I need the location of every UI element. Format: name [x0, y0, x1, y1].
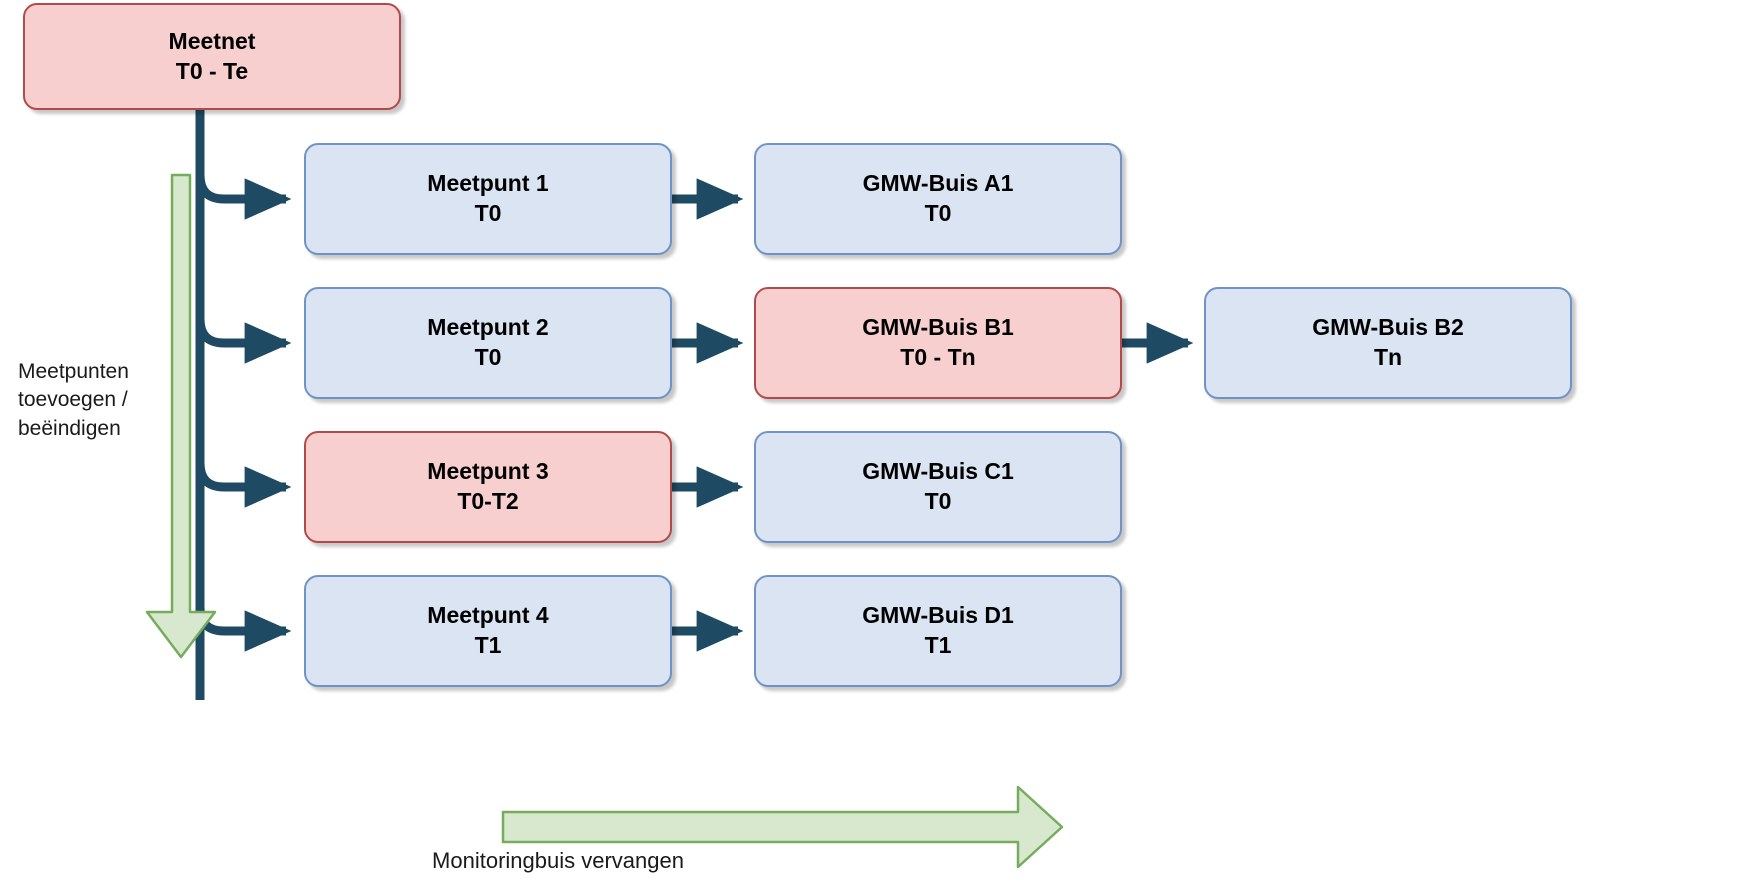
node-gmw-buis-b2-line1: GMW-Buis B2 — [1312, 314, 1464, 341]
connector-meetnet-to-meetpunt2 — [195, 318, 292, 364]
node-meetnet[interactable]: Meetnet T0 - Te — [23, 3, 401, 110]
node-meetpunt-2-line2: T0 — [474, 344, 502, 370]
node-meetnet-line2: T0 - Te — [175, 57, 249, 84]
node-gmw-buis-b1-line2: T0 - Tn — [900, 344, 976, 370]
node-meetpunt-2-line1: Meetpunt 2 — [427, 314, 549, 341]
node-gmw-buis-c1-line2: T0 — [924, 488, 952, 514]
node-meetpunt-3[interactable]: Meetpunt 3 T0-T2 — [304, 431, 672, 543]
connector-meetnet-to-meetpunt4 — [195, 606, 292, 652]
node-gmw-buis-d1[interactable]: GMW-Buis D1 T1 — [754, 575, 1122, 687]
node-gmw-buis-c1[interactable]: GMW-Buis C1 T0 — [754, 431, 1122, 543]
connector-meetnet-to-meetpunt3 — [195, 462, 292, 508]
node-meetpunt-2[interactable]: Meetpunt 2 T0 — [304, 287, 672, 399]
node-gmw-buis-d1-line1: GMW-Buis D1 — [862, 602, 1014, 629]
node-gmw-buis-b1[interactable]: GMW-Buis B1 T0 - Tn — [754, 287, 1122, 399]
node-gmw-buis-b2-line2: Tn — [1373, 344, 1403, 370]
horizontal-arrow-label: Monitoringbuis vervangen — [432, 848, 684, 873]
node-gmw-buis-a1-line1: GMW-Buis A1 — [862, 170, 1014, 197]
node-meetpunt-1[interactable]: Meetpunt 1 T0 — [304, 143, 672, 255]
node-meetpunt-4-line1: Meetpunt 4 — [427, 602, 549, 629]
green-down-arrow-icon — [145, 173, 217, 659]
node-gmw-buis-b1-line1: GMW-Buis B1 — [862, 314, 1014, 341]
node-meetpunt-1-line2: T0 — [474, 200, 502, 226]
node-gmw-buis-d1-line2: T1 — [924, 632, 952, 658]
connector-meetnet-to-meetpunt1 — [195, 174, 292, 220]
node-gmw-buis-c1-line1: GMW-Buis C1 — [862, 458, 1014, 485]
node-meetnet-line1: Meetnet — [168, 27, 256, 54]
node-meetpunt-3-line2: T0-T2 — [457, 488, 519, 514]
vertical-arrow-label: Meetpunten toevoegen / beëindigen — [18, 360, 129, 440]
green-right-arrow-icon — [501, 785, 1064, 869]
node-gmw-buis-b2[interactable]: GMW-Buis B2 Tn — [1204, 287, 1572, 399]
node-meetpunt-1-line1: Meetpunt 1 — [427, 170, 549, 197]
node-meetpunt-4-line2: T1 — [474, 632, 502, 658]
node-meetpunt-3-line1: Meetpunt 3 — [427, 458, 549, 485]
node-meetpunt-4[interactable]: Meetpunt 4 T1 — [304, 575, 672, 687]
node-gmw-buis-a1-line2: T0 — [924, 200, 952, 226]
node-gmw-buis-a1[interactable]: GMW-Buis A1 T0 — [754, 143, 1122, 255]
